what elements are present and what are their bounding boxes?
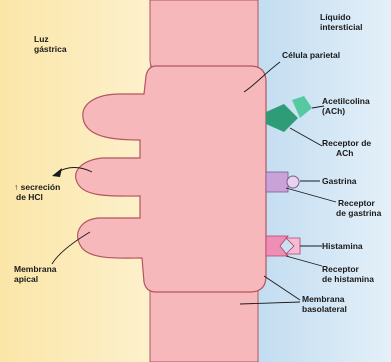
- gastrin-receptor: [266, 172, 288, 192]
- label-histamine: Histamina: [322, 241, 363, 251]
- gastrin-molecule: [287, 176, 299, 188]
- label-basolateral-membrane: Membrana basolateral: [302, 294, 347, 314]
- label-gastrin: Gastrina: [322, 176, 357, 186]
- label-parietal-cell: Célula parietal: [282, 50, 340, 60]
- label-gastrin-receptor: Receptor de gastrina: [336, 198, 382, 218]
